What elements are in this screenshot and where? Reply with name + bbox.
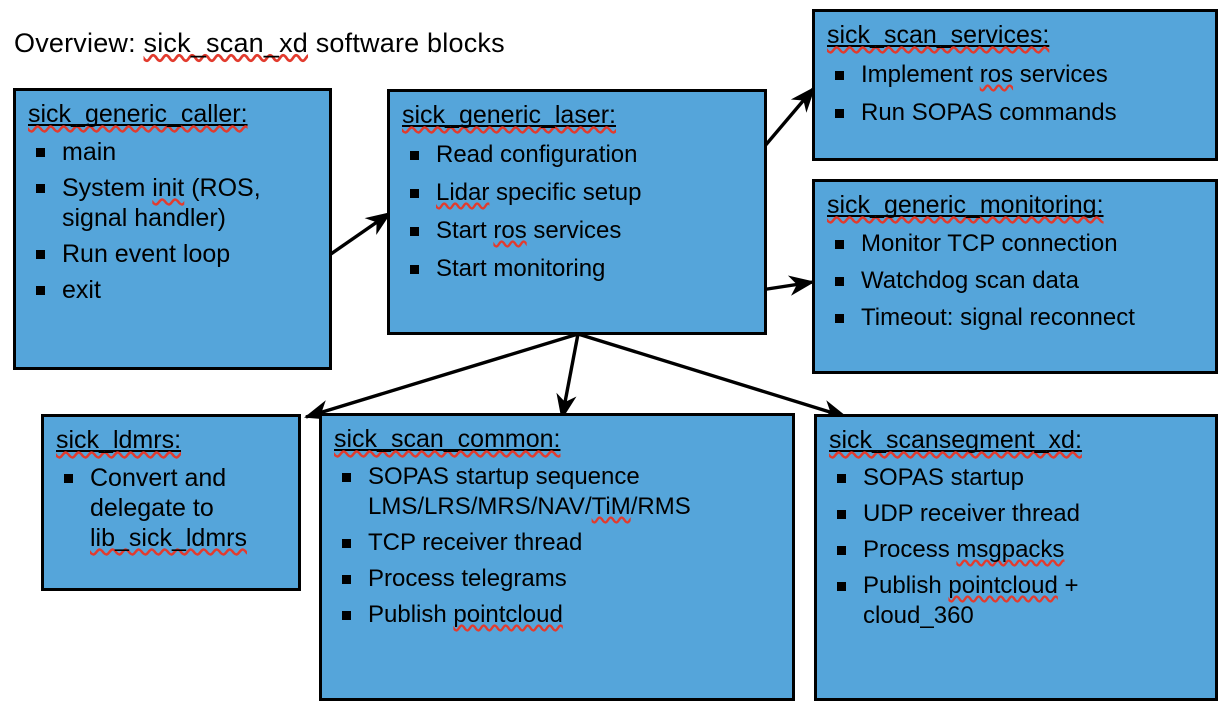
arrow-laser-to-scancommon [556,333,580,421]
list-item: SOPAS startup [833,463,1209,493]
block-title: sick_ldmrs: [56,426,182,454]
page-title-prefix: Overview: [14,28,144,58]
list-item: Lidar specific setup [406,178,758,208]
block-sick-generic-laser[interactable]: sick_generic_laser: Read configuration L… [387,89,767,335]
list-item: Implement ros services [831,60,1209,90]
block-title: sick_generic_caller: [28,100,248,128]
list-item: TCP receiver thread [338,528,786,558]
block-title: sick_scansegment_xd: [829,426,1082,454]
block-sick-scansegment-xd[interactable]: sick_scansegment_xd: SOPAS startup UDP r… [814,414,1218,701]
list-item: Timeout: signal reconnect [831,303,1209,333]
block-item-list: Monitor TCP connection Watchdog scan dat… [815,229,1215,333]
list-item: Process msgpacks [833,535,1209,565]
list-item: UDP receiver thread [833,499,1209,529]
block-sick-scan-services[interactable]: sick_scan_services: Implement ros servic… [812,9,1218,161]
list-item: Start monitoring [406,254,758,284]
arrow-laser-to-ldmrs [304,332,579,420]
list-item: Process telegrams [338,564,786,594]
page-title-highlight: sick_scan_xd [143,28,309,58]
list-item: Read configuration [406,140,758,170]
list-item: Monitor TCP connection [831,229,1209,259]
page-title-suffix: software blocks [308,28,505,58]
list-item: Publish pointcloud +cloud_360 [833,571,1209,631]
arrow-laser-to-scansegment [577,332,848,420]
block-title: sick_generic_monitoring: [827,191,1104,219]
list-item: Run event loop [32,239,323,269]
block-item-list: SOPAS startup UDP receiver thread Proces… [817,463,1215,631]
list-item: Run SOPAS commands [831,98,1209,128]
block-title: sick_scan_common: [334,425,561,453]
block-item-list: Implement ros services Run SOPAS command… [815,60,1215,128]
list-item: exit [32,275,323,305]
block-title: sick_generic_laser: [402,101,616,129]
block-title: sick_scan_services: [827,21,1050,49]
block-item-list: Read configuration Lidar specific setup … [390,140,764,284]
list-item: Watchdog scan data [831,266,1209,296]
block-sick-generic-monitoring[interactable]: sick_generic_monitoring: Monitor TCP con… [812,179,1218,374]
block-item-list: main System init (ROS,signal handler) Ru… [16,137,329,305]
list-item: Publish pointcloud [338,600,786,630]
page-title: Overview: sick_scan_xd software blocks [14,26,505,60]
block-sick-generic-caller[interactable]: sick_generic_caller: main System init (R… [13,88,332,370]
block-sick-scan-common[interactable]: sick_scan_common: SOPAS startup sequence… [319,413,795,701]
list-item: System init (ROS,signal handler) [32,173,323,233]
list-item: Start ros services [406,216,758,246]
list-item: main [32,137,323,167]
